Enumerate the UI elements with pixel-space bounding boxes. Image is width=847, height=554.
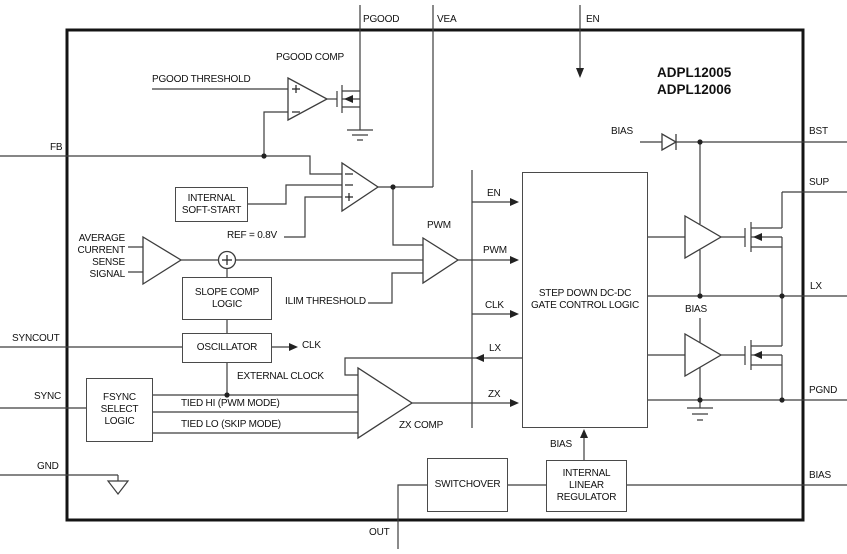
pin-label-vea: VEA <box>437 14 457 25</box>
pin-label-pgnd: PGND <box>809 385 838 396</box>
junction-dots <box>224 139 785 403</box>
high-side-driver-triangle <box>684 214 723 260</box>
pgood-comparator-triangle <box>287 76 329 122</box>
pin-label-bias: BIAS <box>809 470 831 481</box>
pin-label-en: EN <box>586 14 600 25</box>
ilim-threshold-label: ILIM THRESHOLD <box>285 296 366 307</box>
tied-hi-label: TIED HI (PWM MODE) <box>181 398 280 409</box>
sig-clk-label: CLK <box>485 300 504 311</box>
error-amplifier-triangle <box>341 161 380 213</box>
internal-soft-start-block: INTERNAL SOFT-START <box>175 187 248 222</box>
high-side-mosfet <box>744 192 783 296</box>
ref-wire <box>284 196 342 238</box>
pin-label-fb: FB <box>50 142 63 153</box>
pgood-comp-label: PGOOD COMP <box>276 52 345 63</box>
low-side-driver-triangle <box>684 332 723 378</box>
pin-label-syncout: SYNCOUT <box>12 333 60 344</box>
switchover-block: SWITCHOVER <box>427 458 508 512</box>
part-numbers: ADPL12005 ADPL12006 <box>657 65 732 97</box>
lx-return-wire <box>344 357 522 376</box>
clk-out-label: CLK <box>302 340 321 351</box>
ilim-wire <box>368 272 423 304</box>
pgood-ground-symbol <box>347 129 373 141</box>
pin-label-sup: SUP <box>809 177 829 188</box>
sig-pwm-label: PWM <box>483 245 507 256</box>
oscillator-block: OSCILLATOR <box>182 333 272 363</box>
pin-label-sync: SYNC <box>34 391 61 402</box>
bias-up-arrow <box>580 429 588 438</box>
bias-driver-label: BIAS <box>685 304 707 315</box>
tied-lo-label: TIED LO (SKIP MODE) <box>181 419 281 430</box>
ls-fet-body-arrow <box>753 351 762 359</box>
avg-current-sense-label: AVERAGE CURRENT SENSE SIGNAL <box>77 233 126 280</box>
arrowheads <box>289 68 762 438</box>
chip-outline <box>65 28 805 522</box>
bias-bst-label: BIAS <box>611 126 633 137</box>
fb-to-pgoodcomp-wire <box>263 111 288 156</box>
pin-label-pgood: PGOOD <box>363 14 400 25</box>
clk-right-arrow <box>289 343 298 351</box>
en-down-arrow <box>576 68 584 78</box>
cs-input-stubs <box>128 246 143 273</box>
softstart-wire <box>248 184 342 205</box>
zx-into-block-arrow <box>510 399 519 407</box>
clk-into-block-arrow <box>510 310 519 318</box>
gate-control-logic-block: STEP DOWN DC-DC GATE CONTROL LOGIC <box>522 172 648 428</box>
pgood-mosfet <box>336 85 361 130</box>
zx-comparator-triangle <box>357 366 414 440</box>
erroramp-to-pwmcomp-wire <box>392 187 423 246</box>
pin-label-out: OUT <box>369 527 390 538</box>
lx-left-arrow <box>475 354 484 362</box>
fb-wire <box>0 155 342 175</box>
pin-label-lx: LX <box>810 281 822 292</box>
wiring-layer <box>0 5 847 549</box>
ref-label: REF = 0.8V <box>227 230 277 241</box>
sig-lx-label: LX <box>489 343 501 354</box>
fsync-select-logic-block: FSYNC SELECT LOGIC <box>86 378 153 442</box>
out-wire <box>397 484 427 549</box>
slope-comp-logic-block: SLOPE COMP LOGIC <box>182 277 272 320</box>
bias-reg-label: BIAS <box>550 439 572 450</box>
zx-comp-label: ZX COMP <box>399 420 444 431</box>
pin-label-bst: BST <box>809 126 828 137</box>
internal-linear-regulator-block: INTERNAL LINEAR REGULATOR <box>546 460 627 512</box>
diode-icon <box>661 132 678 152</box>
low-side-mosfet <box>744 296 783 400</box>
pgood-fet-body-arrow <box>344 95 353 103</box>
hs-fet-body-arrow <box>753 233 762 241</box>
pin-label-gnd: GND <box>37 461 59 472</box>
pgnd-ground-symbol <box>687 400 713 421</box>
sig-zx-label: ZX <box>488 389 501 400</box>
pwm-comparator-triangle <box>422 236 460 285</box>
pwm-into-block-arrow <box>510 256 519 264</box>
pgood-threshold-label: PGOOD THRESHOLD <box>152 74 251 85</box>
comparator-signs <box>222 85 353 265</box>
pwm-comp-label: PWM <box>427 220 451 231</box>
en-into-block-arrow <box>510 198 519 206</box>
external-clock-label: EXTERNAL CLOCK <box>237 371 324 382</box>
current-sense-amp-triangle <box>142 235 183 286</box>
sig-en-label: EN <box>487 188 501 199</box>
gnd-wire <box>0 474 119 481</box>
gnd-pin-ground-symbol <box>106 480 130 495</box>
